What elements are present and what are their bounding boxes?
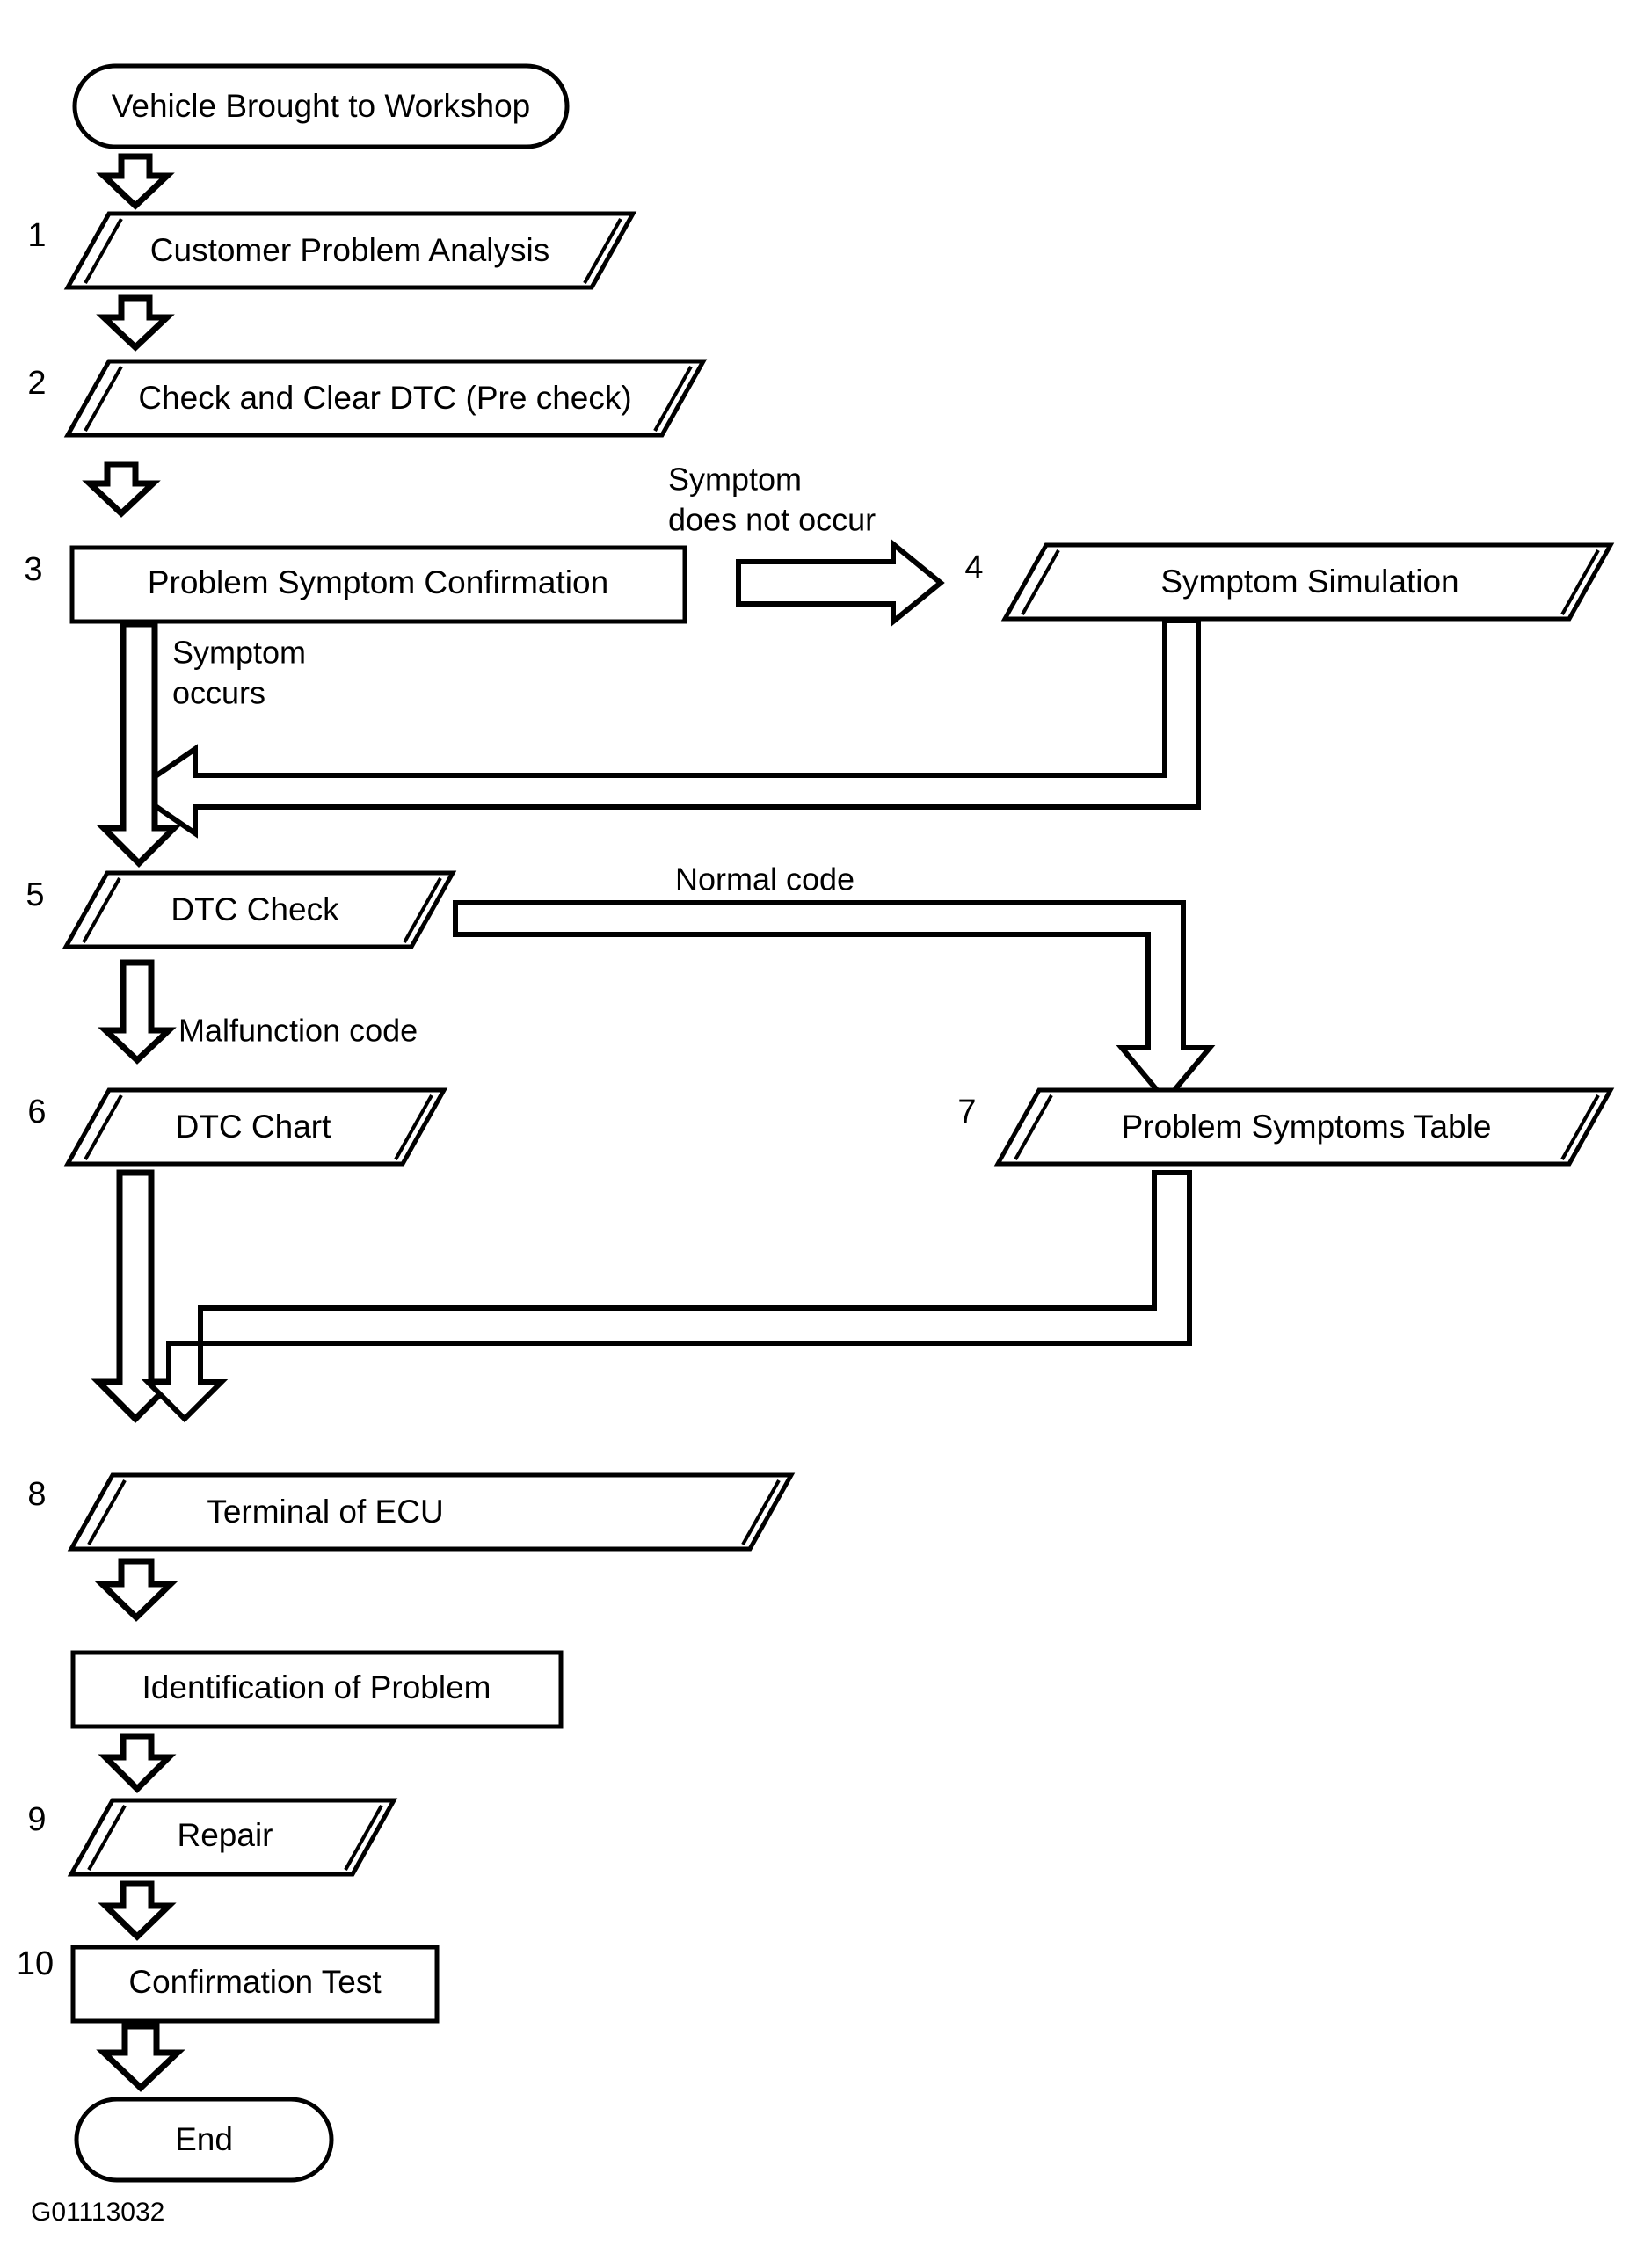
node-1-inner-right-line xyxy=(583,218,622,284)
node-6-inner-left-line xyxy=(84,1094,123,1160)
node-2-inner-left-line xyxy=(84,366,123,432)
node-1-parallelogram-shape xyxy=(63,211,637,290)
start-stadium-shape xyxy=(72,63,570,149)
node-9-parallelogram-shape xyxy=(67,1798,398,1877)
node-2-label: Check and Clear DTC (Pre check) xyxy=(138,380,631,416)
node-5[interactable]: DTC Check 5 xyxy=(25,870,457,949)
arrow-7-to-8 xyxy=(141,1170,1192,1423)
node-4[interactable]: Symptom Simulation 4 xyxy=(964,542,1615,622)
arrow-3-to-5 xyxy=(96,621,182,868)
arrow-2-to-3 xyxy=(82,461,161,518)
node-9-number: 9 xyxy=(27,1801,46,1838)
symptom-occurs-line2: occurs xyxy=(172,675,265,711)
node-7-label: Problem Symptoms Table xyxy=(1122,1109,1492,1145)
node-6[interactable]: DTC Chart 6 xyxy=(27,1087,448,1167)
node-4-inner-right-line xyxy=(1560,549,1600,615)
node-start[interactable]: Vehicle Brought to Workshop xyxy=(72,63,570,149)
node-5-inner-right-line xyxy=(403,877,442,943)
node-4-inner-left-line xyxy=(1021,549,1060,615)
node-10[interactable]: Confirmation Test 10 xyxy=(17,1945,440,2024)
node-1[interactable]: Customer Problem Analysis 1 xyxy=(27,211,637,290)
arrow-9-to-10 xyxy=(98,1880,177,1941)
arrow-1-to-2 xyxy=(96,294,175,352)
figure-code: G01113032 xyxy=(31,2198,164,2227)
symptom-not-occur-line1: Symptom xyxy=(668,462,802,498)
node-1-inner-left-line xyxy=(84,218,123,284)
node-start-label: Vehicle Brought to Workshop xyxy=(112,88,530,124)
node-identification[interactable]: Identification of Problem xyxy=(70,1650,564,1729)
node-7-number: 7 xyxy=(957,1094,976,1130)
node-7[interactable]: Problem Symptoms Table 7 xyxy=(957,1087,1615,1167)
node-1-number: 1 xyxy=(27,217,46,254)
node-7-inner-left-line xyxy=(1014,1094,1053,1160)
arrow-3-to-4 xyxy=(736,538,945,628)
node-identification-label: Identification of Problem xyxy=(142,1669,491,1705)
arrow-10-to-end xyxy=(96,2023,185,2092)
node-8-label: Terminal of ECU xyxy=(207,1494,443,1530)
edge-label-symptom-occurs: Symptom occurs xyxy=(172,635,306,711)
node-8[interactable]: Terminal of ECU 8 xyxy=(27,1472,796,1552)
node-5-inner-left-line xyxy=(82,877,121,943)
node-7-parallelogram-shape xyxy=(993,1087,1615,1167)
arrow-4-feedback-to-5 xyxy=(128,618,1201,839)
node-4-number: 4 xyxy=(964,549,983,586)
node-1-label: Customer Problem Analysis xyxy=(150,232,549,268)
end-stadium-shape xyxy=(74,2097,334,2183)
node-2-number: 2 xyxy=(27,365,46,402)
symptom-not-occur-line2: does not occur xyxy=(668,502,876,538)
node-10-rectangle-shape xyxy=(70,1945,440,2024)
arrow-5-to-6 xyxy=(98,959,177,1065)
symptom-occurs-line1: Symptom xyxy=(172,635,306,671)
node-4-label: Symptom Simulation xyxy=(1160,563,1458,600)
node-2[interactable]: Check and Clear DTC (Pre check) 2 xyxy=(27,359,708,438)
arrow-8-to-identification xyxy=(94,1558,178,1622)
edge-label-normal-code: Normal code xyxy=(675,861,854,898)
arrow-5-to-7 xyxy=(453,900,1216,1105)
node-8-inner-right-line xyxy=(741,1479,781,1545)
node-end[interactable]: End xyxy=(74,2097,334,2183)
node-2-inner-right-line xyxy=(653,366,693,432)
edge-label-symptom-does-not-occur: Symptom does not occur xyxy=(668,462,876,538)
node-6-number: 6 xyxy=(27,1094,46,1130)
node-9-inner-left-line xyxy=(87,1805,127,1871)
normal-code-label: Normal code xyxy=(675,861,854,898)
node-10-label: Confirmation Test xyxy=(128,1964,382,2000)
node-2-parallelogram-shape xyxy=(63,359,708,438)
node-5-number: 5 xyxy=(25,876,44,913)
node-8-parallelogram-shape xyxy=(67,1472,796,1552)
arrow-identification-to-9 xyxy=(98,1733,177,1793)
node-6-inner-right-line xyxy=(394,1094,433,1160)
node-8-inner-left-line xyxy=(87,1479,127,1545)
node-3[interactable]: Problem Symptom Confirmation 3 xyxy=(24,545,687,624)
arrow-6-to-8 xyxy=(91,1169,180,1423)
node-end-label: End xyxy=(175,2121,233,2157)
node-9-label: Repair xyxy=(178,1817,273,1853)
node-10-number: 10 xyxy=(17,1945,54,1982)
edge-label-malfunction-code: Malfunction code xyxy=(178,1013,418,1049)
node-9[interactable]: Repair 9 xyxy=(27,1798,398,1877)
node-3-label: Problem Symptom Confirmation xyxy=(148,564,608,600)
node-4-parallelogram-shape xyxy=(1000,542,1615,622)
node-6-parallelogram-shape xyxy=(63,1087,448,1167)
node-3-rectangle-shape xyxy=(69,545,687,624)
node-3-number: 3 xyxy=(24,551,42,588)
node-7-inner-right-line xyxy=(1560,1094,1600,1160)
node-5-parallelogram-shape xyxy=(62,870,457,949)
malfunction-code-label: Malfunction code xyxy=(178,1013,418,1049)
node-9-inner-right-line xyxy=(344,1805,383,1871)
identification-rectangle-shape xyxy=(70,1650,564,1729)
node-8-number: 8 xyxy=(27,1476,46,1513)
node-6-label: DTC Chart xyxy=(176,1109,332,1145)
node-5-label: DTC Check xyxy=(171,891,339,927)
arrow-start-to-1 xyxy=(96,153,175,210)
